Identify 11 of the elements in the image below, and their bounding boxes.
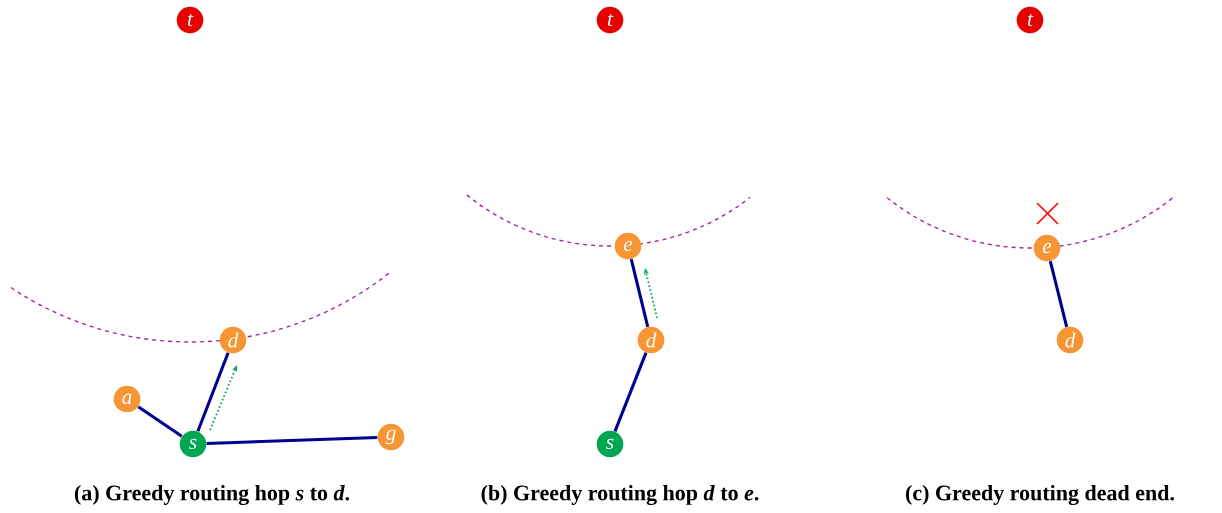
caption: (c) Greedy routing dead end.: [906, 484, 1174, 506]
caption: (b) Greedy routing hop d to e.: [481, 484, 759, 506]
link-line: [613, 352, 648, 432]
link-line: [206, 435, 378, 446]
arrow: [643, 268, 658, 319]
link-line: [196, 352, 230, 432]
link-line: [629, 258, 650, 328]
arrow: [209, 365, 237, 431]
caption: (a) Greedy routing hop s to d.: [74, 484, 350, 506]
link-line: [137, 405, 183, 438]
link-line: [1048, 260, 1069, 328]
